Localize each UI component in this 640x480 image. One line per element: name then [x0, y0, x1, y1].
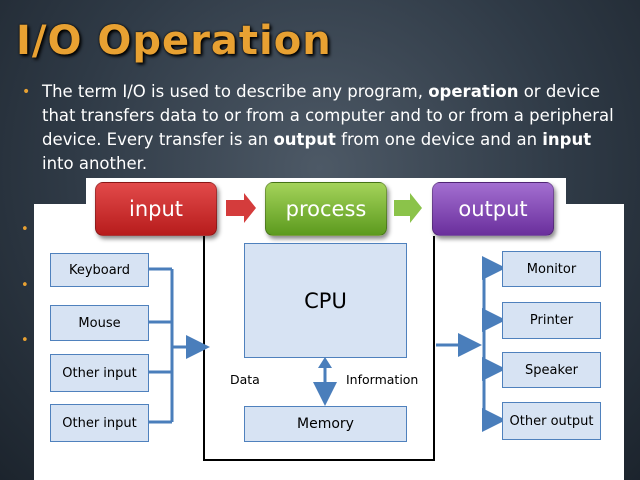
- bullet-paragraph: • The term I/O is used to describe any p…: [22, 80, 627, 176]
- output-device-printer: Printer: [502, 302, 601, 339]
- flow-process-pill: process: [265, 182, 387, 236]
- cpu-box: CPU: [244, 243, 407, 358]
- slide-title: I/O Operation: [16, 18, 332, 64]
- input-device-other-2: Other input: [50, 404, 149, 442]
- hidden-bullet-marker: •: [21, 222, 29, 237]
- bullet-text-1: The term I/O is used to describe any pro…: [42, 82, 429, 101]
- memory-box: Memory: [244, 406, 407, 442]
- input-device-other-1: Other input: [50, 354, 149, 392]
- arrow-input-to-process: [226, 193, 256, 223]
- flow-output-pill: output: [432, 182, 554, 236]
- bullet-bold-output: output: [273, 130, 336, 149]
- output-device-monitor: Monitor: [502, 251, 601, 287]
- data-label: Data: [230, 372, 260, 387]
- input-device-keyboard: Keyboard: [50, 253, 149, 287]
- bullet-bold-input: input: [542, 130, 592, 149]
- arrow-process-to-output: [394, 193, 422, 223]
- bullet-marker: •: [22, 84, 31, 100]
- bullet-bold-operation: operation: [428, 82, 519, 101]
- bullet-text-4: into another.: [42, 154, 148, 173]
- hidden-bullet-marker: •: [21, 333, 29, 348]
- bullet-text-2: or device that transfers data to or from…: [42, 82, 614, 149]
- information-label: Information: [346, 372, 419, 387]
- flow-input-pill: input: [95, 182, 217, 236]
- output-device-other: Other output: [502, 402, 601, 440]
- hidden-bullet-marker: •: [21, 278, 29, 293]
- bullet-text-3: from one device and an: [335, 130, 543, 149]
- output-device-speaker: Speaker: [502, 352, 601, 388]
- arrowhead-up: [318, 357, 332, 368]
- input-device-mouse: Mouse: [50, 305, 149, 341]
